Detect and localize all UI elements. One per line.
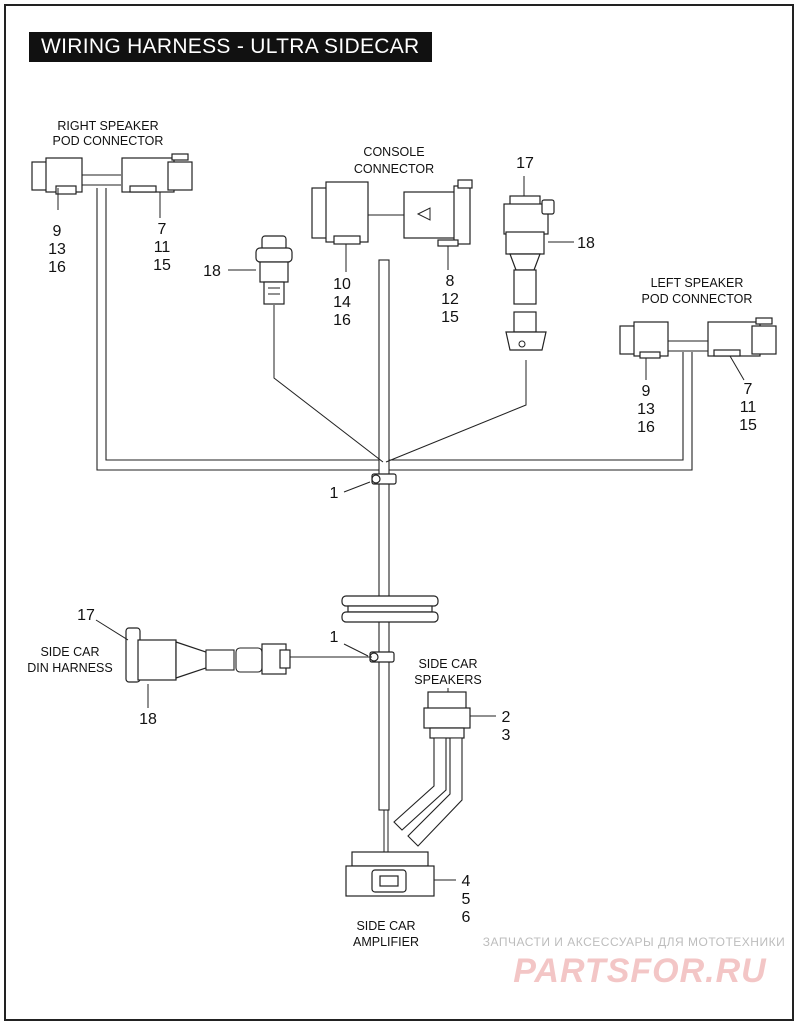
- callout-rs-right-2: 11: [154, 239, 171, 256]
- callout-clip-top: 1: [330, 485, 339, 502]
- callout-console-left-3: 16: [333, 312, 351, 329]
- watermark-tagline: ЗАПЧАСТИ И АКСЕССУАРЫ ДЛЯ МОТОТЕХНИКИ: [483, 935, 785, 949]
- speakers-label-2: SPEAKERS: [414, 673, 481, 687]
- callout-rs-left-2: 13: [48, 241, 66, 258]
- harness-clip-top[interactable]: [371, 473, 397, 485]
- left-speaker-label-2: POD CONNECTOR: [642, 292, 753, 306]
- amplifier-label-2: AMPLIFIER: [353, 935, 419, 949]
- din-label-2: DIN HARNESS: [27, 661, 112, 675]
- callout-ls-right-1: 7: [744, 381, 753, 398]
- callout-din-18: 18: [139, 711, 157, 728]
- power-plug[interactable]: [503, 195, 555, 351]
- side-car-din-harness[interactable]: [125, 627, 372, 683]
- watermark: ЗАПЧАСТИ И АКСЕССУАРЫ ДЛЯ МОТОТЕХНИКИ PA…: [483, 935, 785, 990]
- wire-socket[interactable]: [255, 235, 293, 305]
- callout-clip-bottom: 1: [330, 629, 339, 646]
- amplifier-label-1: SIDE CAR: [356, 919, 415, 933]
- callout-rs-left-3: 16: [48, 259, 66, 276]
- callout-ls-left-3: 16: [637, 419, 655, 436]
- callout-speakers-2: 3: [502, 727, 511, 744]
- diagram-title: WIRING HARNESS - ULTRA SIDECAR: [29, 32, 432, 62]
- callout-ls-right-3: 15: [739, 417, 757, 434]
- side-car-speakers-connector[interactable]: [393, 691, 471, 847]
- callout-amp-3: 6: [462, 909, 471, 926]
- grommet[interactable]: [341, 595, 439, 623]
- leader-lines: [57, 176, 745, 881]
- right-speaker-label-1: RIGHT SPEAKER: [57, 119, 158, 133]
- callout-amp-1: 4: [462, 873, 471, 890]
- console-connector[interactable]: [311, 179, 473, 247]
- callout-console-left-1: 10: [333, 276, 351, 293]
- callout-console-right-3: 15: [441, 309, 459, 326]
- callout-speakers-1: 2: [502, 709, 511, 726]
- callout-rs-right-1: 7: [158, 221, 167, 238]
- left-speaker-pod-connector[interactable]: [619, 317, 777, 359]
- harness-clip-bottom[interactable]: [369, 651, 395, 663]
- callout-amp-2: 5: [462, 891, 471, 908]
- diagram-frame: [4, 4, 794, 1021]
- right-speaker-label-2: POD CONNECTOR: [53, 134, 164, 148]
- din-label-1: SIDE CAR: [40, 645, 99, 659]
- left-speaker-label-1: LEFT SPEAKER: [651, 276, 744, 290]
- callout-rs-left-1: 9: [53, 223, 62, 240]
- callout-ls-left-1: 9: [642, 383, 651, 400]
- callout-ls-left-2: 13: [637, 401, 655, 418]
- callout-plug-17: 17: [516, 155, 534, 172]
- callout-plug-18: 18: [577, 235, 595, 252]
- callout-ls-right-2: 11: [740, 399, 757, 416]
- right-speaker-pod-connector[interactable]: [31, 153, 193, 195]
- console-label-1: CONSOLE: [363, 145, 424, 159]
- callout-rs-right-3: 15: [153, 257, 171, 274]
- callout-din-17: 17: [77, 607, 95, 624]
- speakers-label-1: SIDE CAR: [418, 657, 477, 671]
- console-label-2: CONNECTOR: [354, 162, 434, 176]
- callout-console-left-2: 14: [333, 294, 351, 311]
- callout-socket-18: 18: [203, 263, 221, 280]
- harness-trunk: [80, 174, 708, 811]
- watermark-logo: PARTSFOR.RU: [513, 952, 767, 990]
- labels: RIGHT SPEAKER POD CONNECTOR CONSOLE CONN…: [27, 119, 752, 949]
- side-car-amplifier[interactable]: [345, 810, 435, 897]
- callout-numbers: 9 13 16 7 11 15 10 14 16 8 12 15 9 13 16…: [48, 155, 757, 926]
- callout-console-right-1: 8: [446, 273, 455, 290]
- callout-console-right-2: 12: [441, 291, 459, 308]
